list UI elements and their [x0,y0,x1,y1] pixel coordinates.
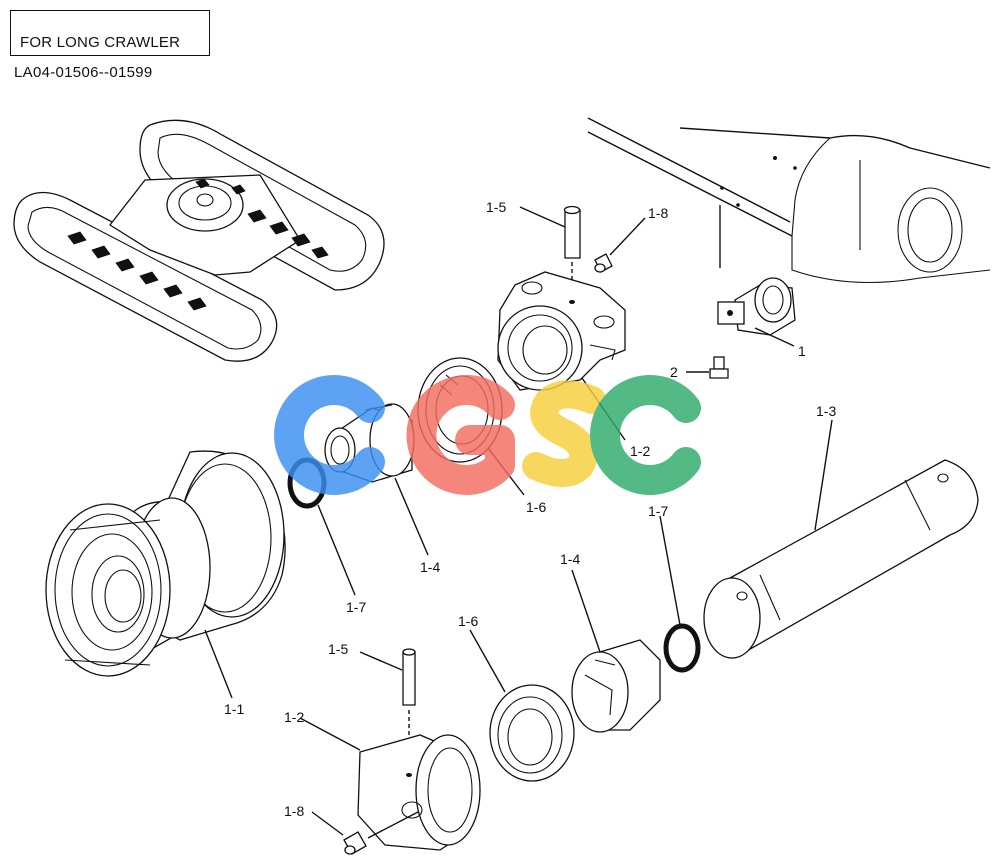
part-1-4-bushing-lower [571,639,661,733]
track-frame [587,117,991,283]
callout-1-2-lower: 1-2 [284,709,304,725]
leader-1-5-upper [519,206,566,228]
leader-1-1 [204,629,233,699]
part-2-bolt [709,356,729,379]
part-1-6-seal-lower [489,684,575,782]
watermark-letter-c2 [590,375,701,495]
part-1-8-plug-lower [343,831,367,855]
leader-1-2-lower [299,717,361,751]
callout-1: 1 [798,343,806,359]
callout-1-5-upper: 1-5 [486,199,506,215]
callout-1-6-lower: 1-6 [458,613,478,629]
leader-1-3 [814,419,833,531]
leader-1-7-lower [659,515,681,626]
callout-1-7-upper: 1-7 [346,599,366,615]
callout-labels: 1 2 1-5 1-8 1-3 1-2 1-6 1-7 1-4 1-4 1-7 … [224,199,836,819]
leader-1-7-upper [317,504,356,596]
part-1-2-bracket-upper [497,271,626,391]
serial-range: LA04-01506--01599 [14,64,153,81]
part-1-8-plug-upper [594,253,613,273]
undercarriage-overview [13,119,385,362]
part-1-5-pin-lower [402,648,416,706]
watermark-letter-g [406,375,515,495]
callout-1-6-upper: 1-6 [526,499,546,515]
part-1-roller-assembly [717,277,796,336]
part-1-2-bracket-lower [357,734,481,851]
leader-1-4-upper [394,477,429,556]
callout-1-1: 1-1 [224,701,244,717]
header-title: FOR LONG CRAWLER [20,34,181,51]
part-1-1-track-roller [45,450,286,677]
callout-1-2-upper: 1-2 [630,443,650,459]
watermark-letter-c1 [274,375,385,495]
leader-1-6-lower [469,629,506,693]
callout-1-7-lower: 1-7 [648,503,668,519]
callout-1-5-lower: 1-5 [328,641,348,657]
callout-1-3: 1-3 [816,403,836,419]
part-1-5-pin-upper [563,205,581,259]
callout-1-8-upper: 1-8 [648,205,668,221]
plug-lower-axis [367,811,419,839]
leader-1-4-lower [571,569,601,653]
part-1-7-oring-lower [663,623,701,673]
header-box [10,10,210,56]
leader-1 [754,327,795,347]
part-1-4-bushing-upper [324,403,415,483]
leader-1-8-upper [609,217,646,256]
leader-1-8-lower [311,811,344,836]
callout-1-4-lower: 1-4 [560,551,580,567]
callout-2: 2 [670,364,678,380]
callout-1-4-upper: 1-4 [420,559,440,575]
leader-1-5-lower [359,651,403,671]
part-1-3-shaft [703,459,979,659]
callout-1-8-lower: 1-8 [284,803,304,819]
watermark-cgsc [274,375,701,495]
watermark-letter-s [522,380,606,487]
